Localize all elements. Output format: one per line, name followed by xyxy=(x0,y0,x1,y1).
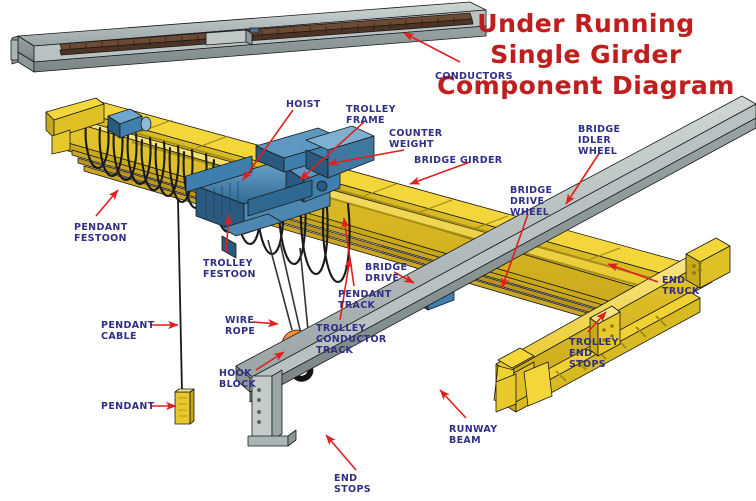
label-hoist: HOIST xyxy=(286,99,321,110)
counter-weight xyxy=(305,125,375,179)
label-bridge-girder: BRIDGE GIRDER xyxy=(414,155,503,166)
label-bridge-drive: BRIDGE DRIVE xyxy=(365,262,408,284)
arrow-counter-weight xyxy=(327,149,405,167)
label-hook-block: HOOK BLOCK xyxy=(219,368,257,390)
arrow-trolley-frame xyxy=(299,121,365,181)
label-pendant-cable: PENDANT CABLE xyxy=(101,320,155,342)
label-trolley-festoon: TROLLEY FESTOON xyxy=(203,258,256,280)
label-conductors: CONDUCTORS xyxy=(435,71,513,82)
bridge-drive-motor-left xyxy=(107,108,152,139)
label-pendant-festoon: PENDANT FESTOON xyxy=(74,222,128,244)
wire-rope xyxy=(267,239,309,331)
arrow-conductors xyxy=(403,32,461,63)
arrow-pendant-festoon xyxy=(95,189,119,217)
diagram-title: Under Running Single Girder Component Di… xyxy=(436,8,736,101)
callout-arrows xyxy=(95,32,659,471)
arrow-trolley-conductor-track xyxy=(339,257,353,321)
arrow-bridge-drive-wheel xyxy=(501,213,529,289)
arrow-trolley-festoon xyxy=(224,214,233,253)
arrow-pendant-track xyxy=(341,217,355,287)
label-bridge-drive-wheel: BRIDGE DRIVE WHEEL xyxy=(510,185,553,218)
arrow-end-truck xyxy=(607,263,659,283)
arrow-trolley-end-stops xyxy=(587,311,607,333)
label-pendant-track: PENDANT TRACK xyxy=(338,289,392,311)
label-trolley-frame: TROLLEY FRAME xyxy=(346,104,396,126)
pendant-station xyxy=(174,388,195,425)
label-counter-weight: COUNTER WEIGHT xyxy=(389,128,443,150)
label-pendant: PENDANT xyxy=(101,401,155,412)
conductor-bar-top xyxy=(59,12,474,56)
arrow-bridge-idler-wheel xyxy=(565,151,601,205)
label-end-truck: END TRUCK xyxy=(662,275,700,297)
label-runway-beam: RUNWAY BEAM xyxy=(449,424,498,446)
arrow-hook-block xyxy=(255,351,285,371)
title-line-1: Under Running xyxy=(477,9,695,38)
arrow-bridge-girder xyxy=(409,161,471,185)
label-trolley-end-stops: TROLLEY END STOPS xyxy=(569,337,619,370)
label-trolley-conductor-track: TROLLEY CONDUCTOR TRACK xyxy=(316,323,387,356)
title-line-3: Component Diagram xyxy=(437,71,735,100)
arrow-hoist xyxy=(242,109,294,181)
arrow-wire-rope xyxy=(252,319,279,328)
runway-beam-bottom xyxy=(235,95,756,447)
pendant-cable xyxy=(177,199,183,393)
arrow-end-stops xyxy=(325,434,357,471)
label-end-stops: END STOPS xyxy=(334,473,371,495)
end-truck-gusset xyxy=(495,361,553,413)
arrow-bridge-drive xyxy=(393,271,415,284)
label-bridge-idler-wheel: BRIDGE IDLER WHEEL xyxy=(578,124,621,157)
label-wire-rope: WIRE ROPE xyxy=(225,315,256,337)
arrow-runway-beam xyxy=(439,389,467,419)
end-truck-left xyxy=(45,97,105,155)
title-line-2: Single Girder xyxy=(490,40,682,69)
